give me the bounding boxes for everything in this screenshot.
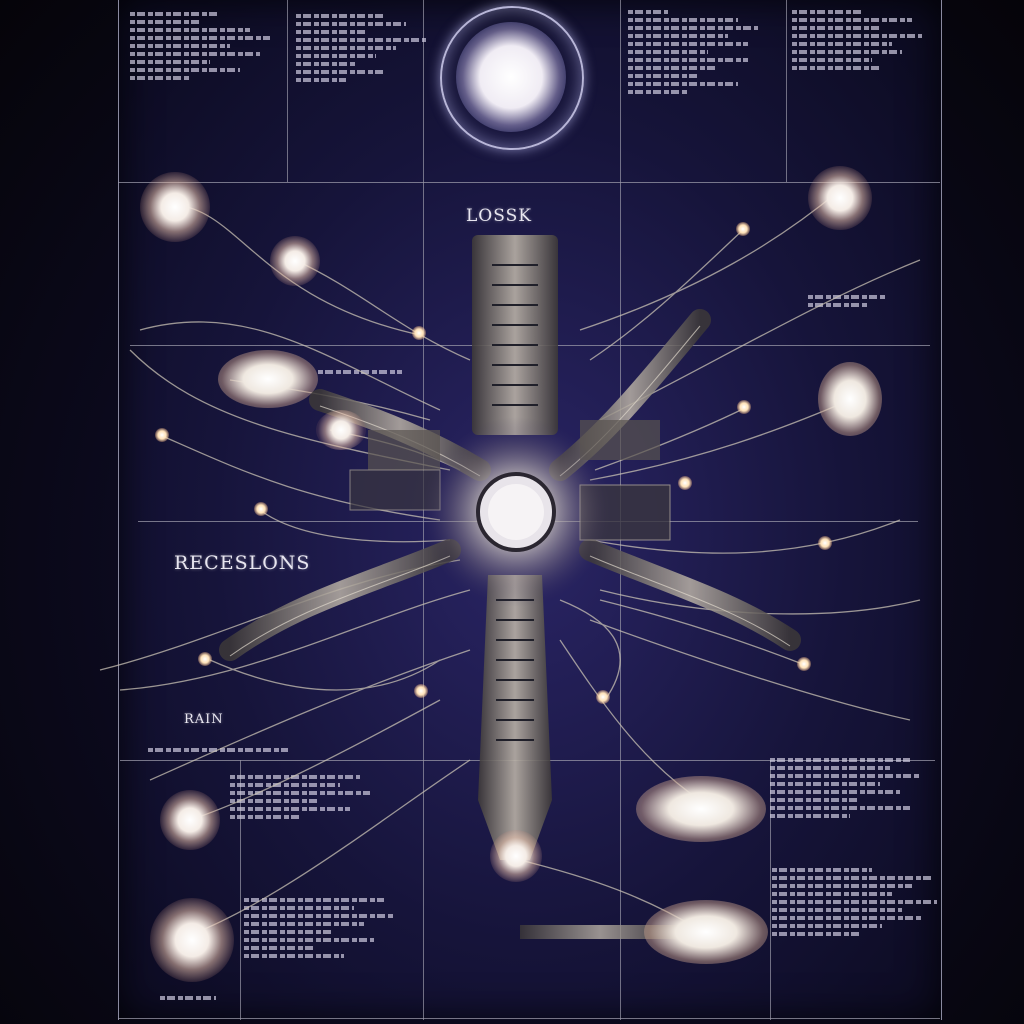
lamp-icon — [140, 172, 210, 242]
grid-line-bottom — [118, 1018, 940, 1019]
lamp-icon — [808, 166, 872, 230]
grid-col-1 — [287, 0, 288, 182]
spark-icon — [818, 536, 832, 550]
lamp-icon — [150, 898, 234, 982]
spark-icon — [736, 222, 750, 236]
spark-icon — [737, 400, 751, 414]
spark-icon — [254, 502, 268, 516]
text-panel-lower-left-3 — [244, 898, 394, 962]
text-panel-lower-right-1 — [770, 758, 920, 822]
spark-icon — [414, 684, 428, 698]
lens-icon — [636, 776, 766, 842]
lamp-icon — [160, 790, 220, 850]
lamp-icon — [490, 830, 542, 882]
text-panel-lower-right-2 — [772, 868, 937, 940]
grid-col-6 — [770, 760, 771, 1020]
lamp-icon — [316, 410, 366, 450]
lamp-icon — [270, 236, 320, 286]
spark-icon — [198, 652, 212, 666]
lens-icon — [218, 350, 318, 408]
lower-label: RAIN — [184, 712, 224, 727]
text-panel-top-middle — [296, 14, 426, 86]
grid-col-4 — [786, 0, 787, 182]
spark-icon — [596, 690, 610, 704]
spark-icon — [678, 476, 692, 490]
spark-icon — [155, 428, 169, 442]
top-portal-glow — [456, 22, 566, 132]
spark-icon — [797, 657, 811, 671]
text-panel-right-1 — [808, 295, 888, 311]
side-heading: RECESLONS — [174, 552, 311, 574]
ring-portal-icon — [440, 6, 584, 150]
text-panel-left-1 — [318, 370, 408, 378]
grid-col-5 — [240, 760, 241, 1020]
lens-icon — [818, 362, 882, 436]
spark-icon — [412, 326, 426, 340]
text-panel-top-left — [130, 12, 280, 84]
lens-icon — [644, 900, 768, 964]
text-panel-top-right-2 — [792, 10, 922, 74]
top-heading: LOSSK — [466, 206, 532, 226]
text-panel-lower-left-2 — [230, 775, 370, 823]
text-panel-bottom-left — [160, 996, 220, 1004]
text-panel-top-right-1 — [628, 10, 778, 98]
grid-line-top — [118, 182, 940, 183]
